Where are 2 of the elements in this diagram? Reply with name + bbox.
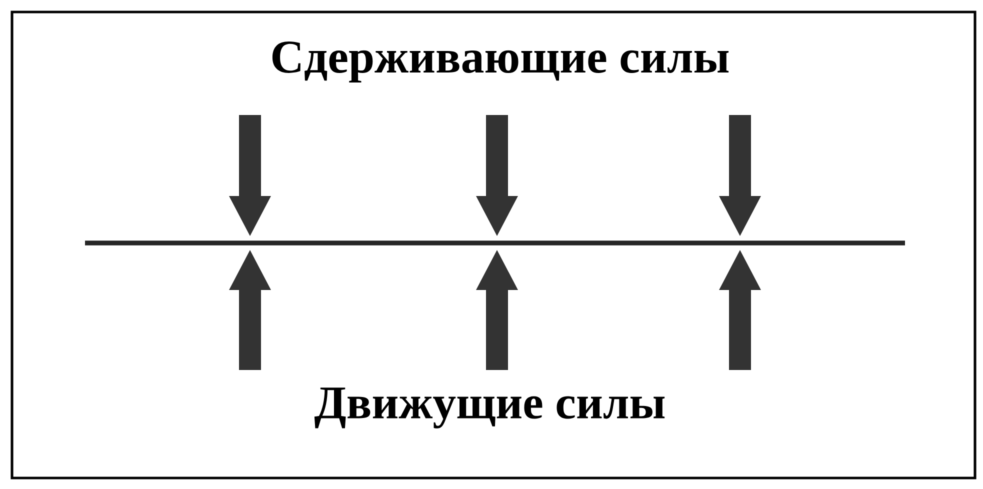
- force-group-label: Сдерживающие силы: [272, 42, 729, 82]
- force-group-label: Движущие силы: [314, 388, 665, 428]
